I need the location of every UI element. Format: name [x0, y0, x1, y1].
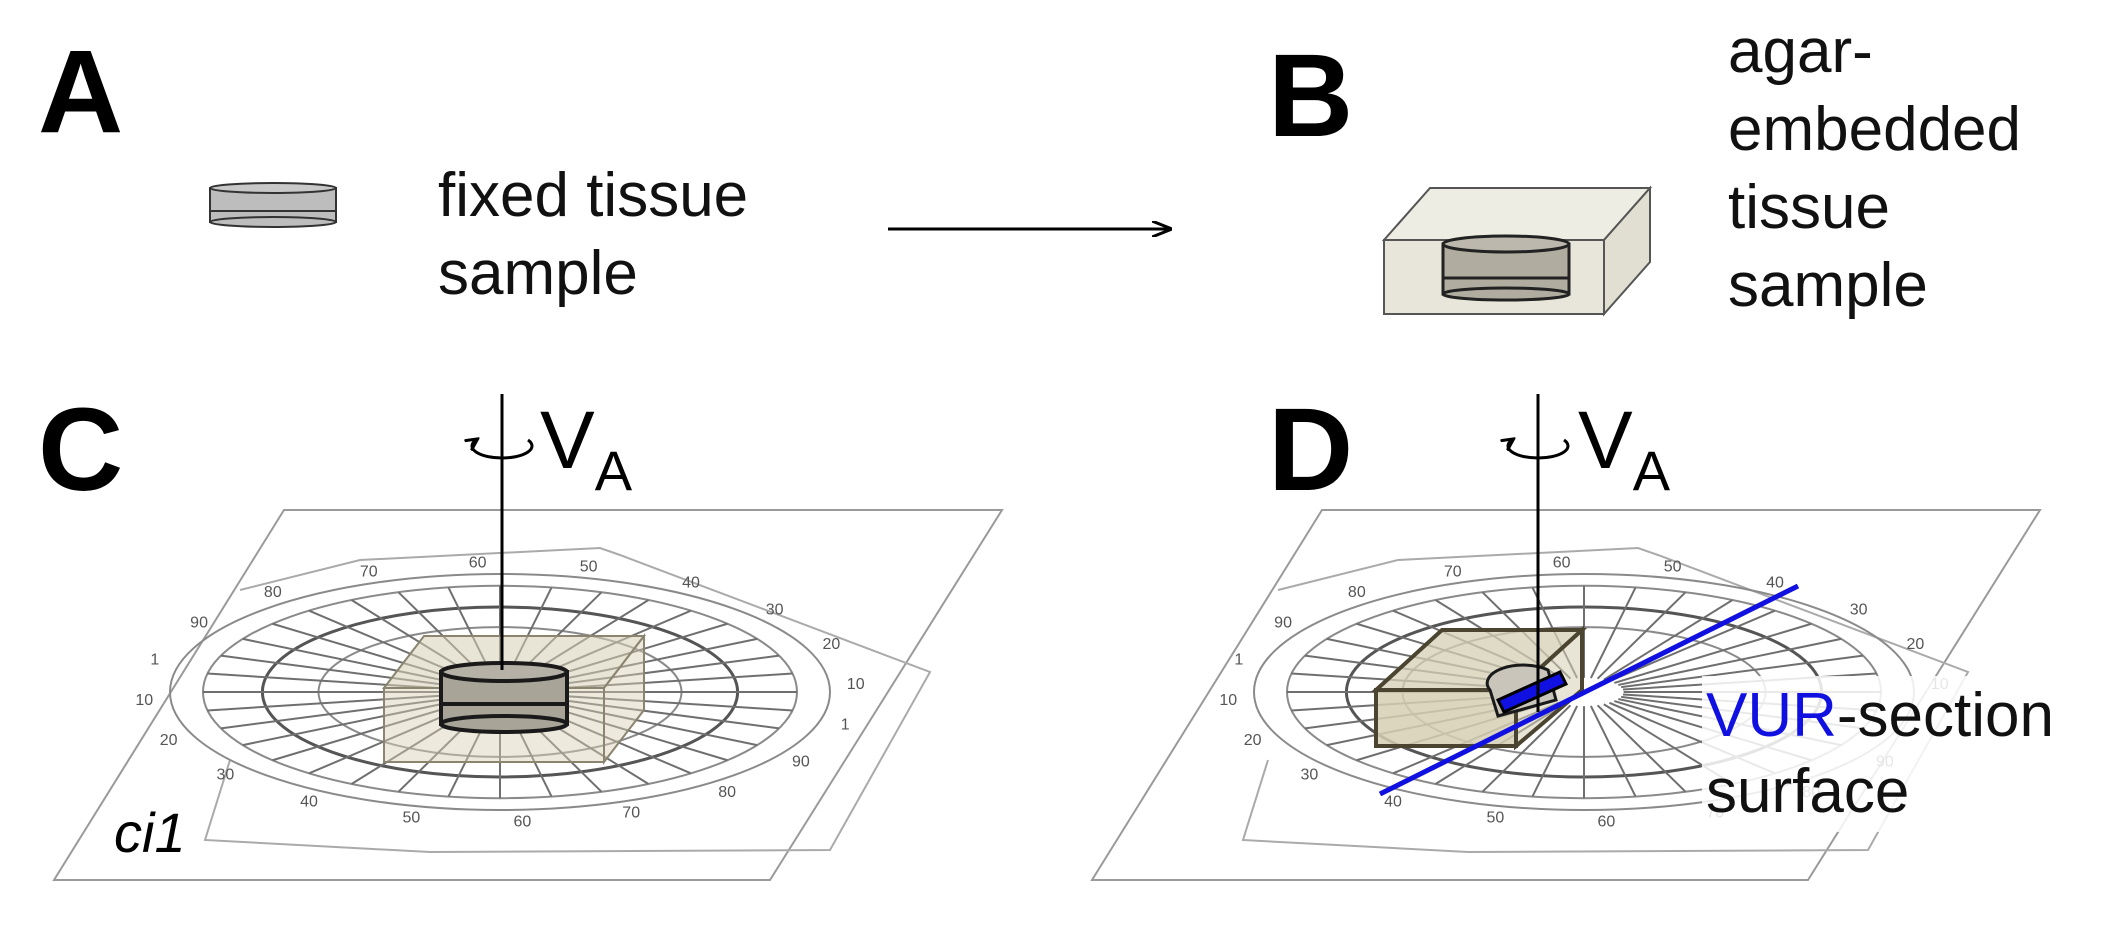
dial-tick-label: 40	[1384, 794, 1402, 811]
caption-vur: VUR	[1706, 681, 1837, 750]
corner-label-ci1: ci1	[114, 801, 186, 864]
rotation-arrow-icon-d	[1508, 440, 1570, 460]
panel-a: A fixed tissue sample	[38, 26, 765, 308]
dial-tick-label: 1	[841, 716, 850, 733]
dial-tick-label: 60	[1597, 814, 1615, 831]
caption-a-line-2: sample	[438, 239, 638, 308]
dial-tick-label: 70	[622, 805, 640, 822]
axis-label-va-c: VA	[540, 395, 633, 502]
panel-b: B agar- embedded tissue sample	[1268, 17, 2038, 320]
dial-tick-label: 70	[1444, 563, 1462, 580]
caption-b-line-4: sample	[1728, 251, 1928, 320]
dial-tick-label: 10	[847, 676, 865, 693]
dial-tick-label: 90	[792, 754, 810, 771]
panel-d: D 50403020101908070605040302010190807060…	[1090, 384, 2082, 881]
caption-surface: surface	[1706, 757, 1909, 826]
dial-tick-label: 50	[580, 558, 598, 575]
agar-block-icon	[1381, 185, 1653, 317]
dial-spoke	[272, 700, 470, 762]
axis-label-sub-c: A	[595, 439, 633, 502]
dial-spoke	[1589, 586, 1637, 679]
caption-b-line-1: agar-	[1728, 17, 1873, 86]
label-backdrop	[1702, 676, 2082, 832]
dial-spoke	[538, 693, 793, 712]
dial-spoke	[1609, 609, 1776, 683]
dial-tick-label: 10	[135, 692, 153, 709]
dial-tick-label: 30	[1850, 601, 1868, 618]
axis-label-sub-d: A	[1633, 439, 1671, 502]
dial-spoke	[1481, 704, 1572, 793]
dial-tick-label: 50	[402, 810, 420, 827]
dial-tick-label: 20	[1906, 636, 1924, 653]
dial-tick-label: 80	[264, 584, 282, 601]
dial-spoke	[1596, 704, 1687, 793]
dial-tick-label: 40	[300, 794, 318, 811]
dial-spoke	[242, 698, 466, 747]
panel-letter-b: B	[1268, 30, 1353, 162]
dial-tick-label: 60	[513, 814, 531, 831]
dial-tick-label: 30	[766, 601, 784, 618]
caption-vur-section: VUR-section	[1706, 681, 2054, 750]
dial-tick-label: 80	[718, 784, 736, 801]
dial-spoke	[1589, 705, 1637, 798]
caption-section: -section	[1837, 681, 2054, 750]
dial-tick-label: 60	[469, 554, 487, 571]
sample-disc-icon	[439, 661, 569, 734]
dial-tick-label: 90	[190, 614, 208, 631]
axis-label-v-c: V	[540, 395, 595, 486]
dial-spoke	[1531, 705, 1579, 798]
dial-tick-label: 40	[682, 574, 700, 591]
dial-tick-label: 30	[1300, 767, 1318, 784]
dial-tick-label: 70	[360, 563, 378, 580]
protractor-inner-outline-d	[1241, 546, 1970, 854]
dial-tick-label: 30	[216, 767, 234, 784]
caption-a-line-1: fixed tissue	[438, 161, 748, 230]
dial-tick-label: 20	[822, 636, 840, 653]
dial-tick-label: 20	[1244, 732, 1262, 749]
dial-tick-label: 1	[150, 652, 159, 669]
dial-tick-label: 50	[1664, 558, 1682, 575]
dial-spoke	[1603, 599, 1734, 681]
dial-tick-label: 50	[1486, 810, 1504, 827]
panel-letter-d: D	[1268, 384, 1353, 516]
dial-tick-label: 20	[160, 732, 178, 749]
dial-spoke	[220, 695, 463, 730]
dial-spoke	[1614, 622, 1812, 684]
dial-ring	[169, 573, 831, 811]
dial-spoke	[537, 695, 780, 730]
caption-fixed-tissue: fixed tissue sample	[438, 161, 765, 308]
axis-label-v-d: V	[1578, 395, 1633, 486]
caption-b-line-3: tissue	[1728, 173, 1890, 242]
caption-agar-embedded: agar- embedded tissue sample	[1728, 17, 2038, 320]
panel-letter-c: C	[38, 384, 123, 516]
dial-spoke	[207, 693, 462, 712]
dial-tick-label: 80	[1348, 584, 1366, 601]
dial-spoke	[534, 698, 758, 747]
embedded-sample-disc-icon	[1441, 234, 1571, 302]
dial-spoke	[1621, 654, 1864, 689]
dial-spoke	[1618, 637, 1842, 686]
dial-tick-label: 10	[1219, 692, 1237, 709]
tissue-sample-disc-icon	[209, 182, 337, 228]
dial-tick-label: 90	[1274, 614, 1292, 631]
dial-spoke	[1596, 591, 1687, 680]
axis-label-va-d: VA	[1578, 395, 1671, 502]
dial-tick-label: 40	[1766, 574, 1784, 591]
rotation-arrow-icon	[472, 440, 534, 460]
panel-c: C 50 40 30 20 10 1 90 80 70 60 50 40 30 20 10 1 90 80 70 60…	[38, 384, 1004, 881]
caption-b-line-2: embedded	[1728, 95, 2021, 164]
section-surface-line	[1378, 583, 1800, 797]
panel-letter-a: A	[38, 26, 123, 158]
protractor-inner-outline	[203, 546, 932, 854]
dial-tick-label: 1	[1234, 652, 1243, 669]
dial-tick-label: 60	[1553, 554, 1571, 571]
